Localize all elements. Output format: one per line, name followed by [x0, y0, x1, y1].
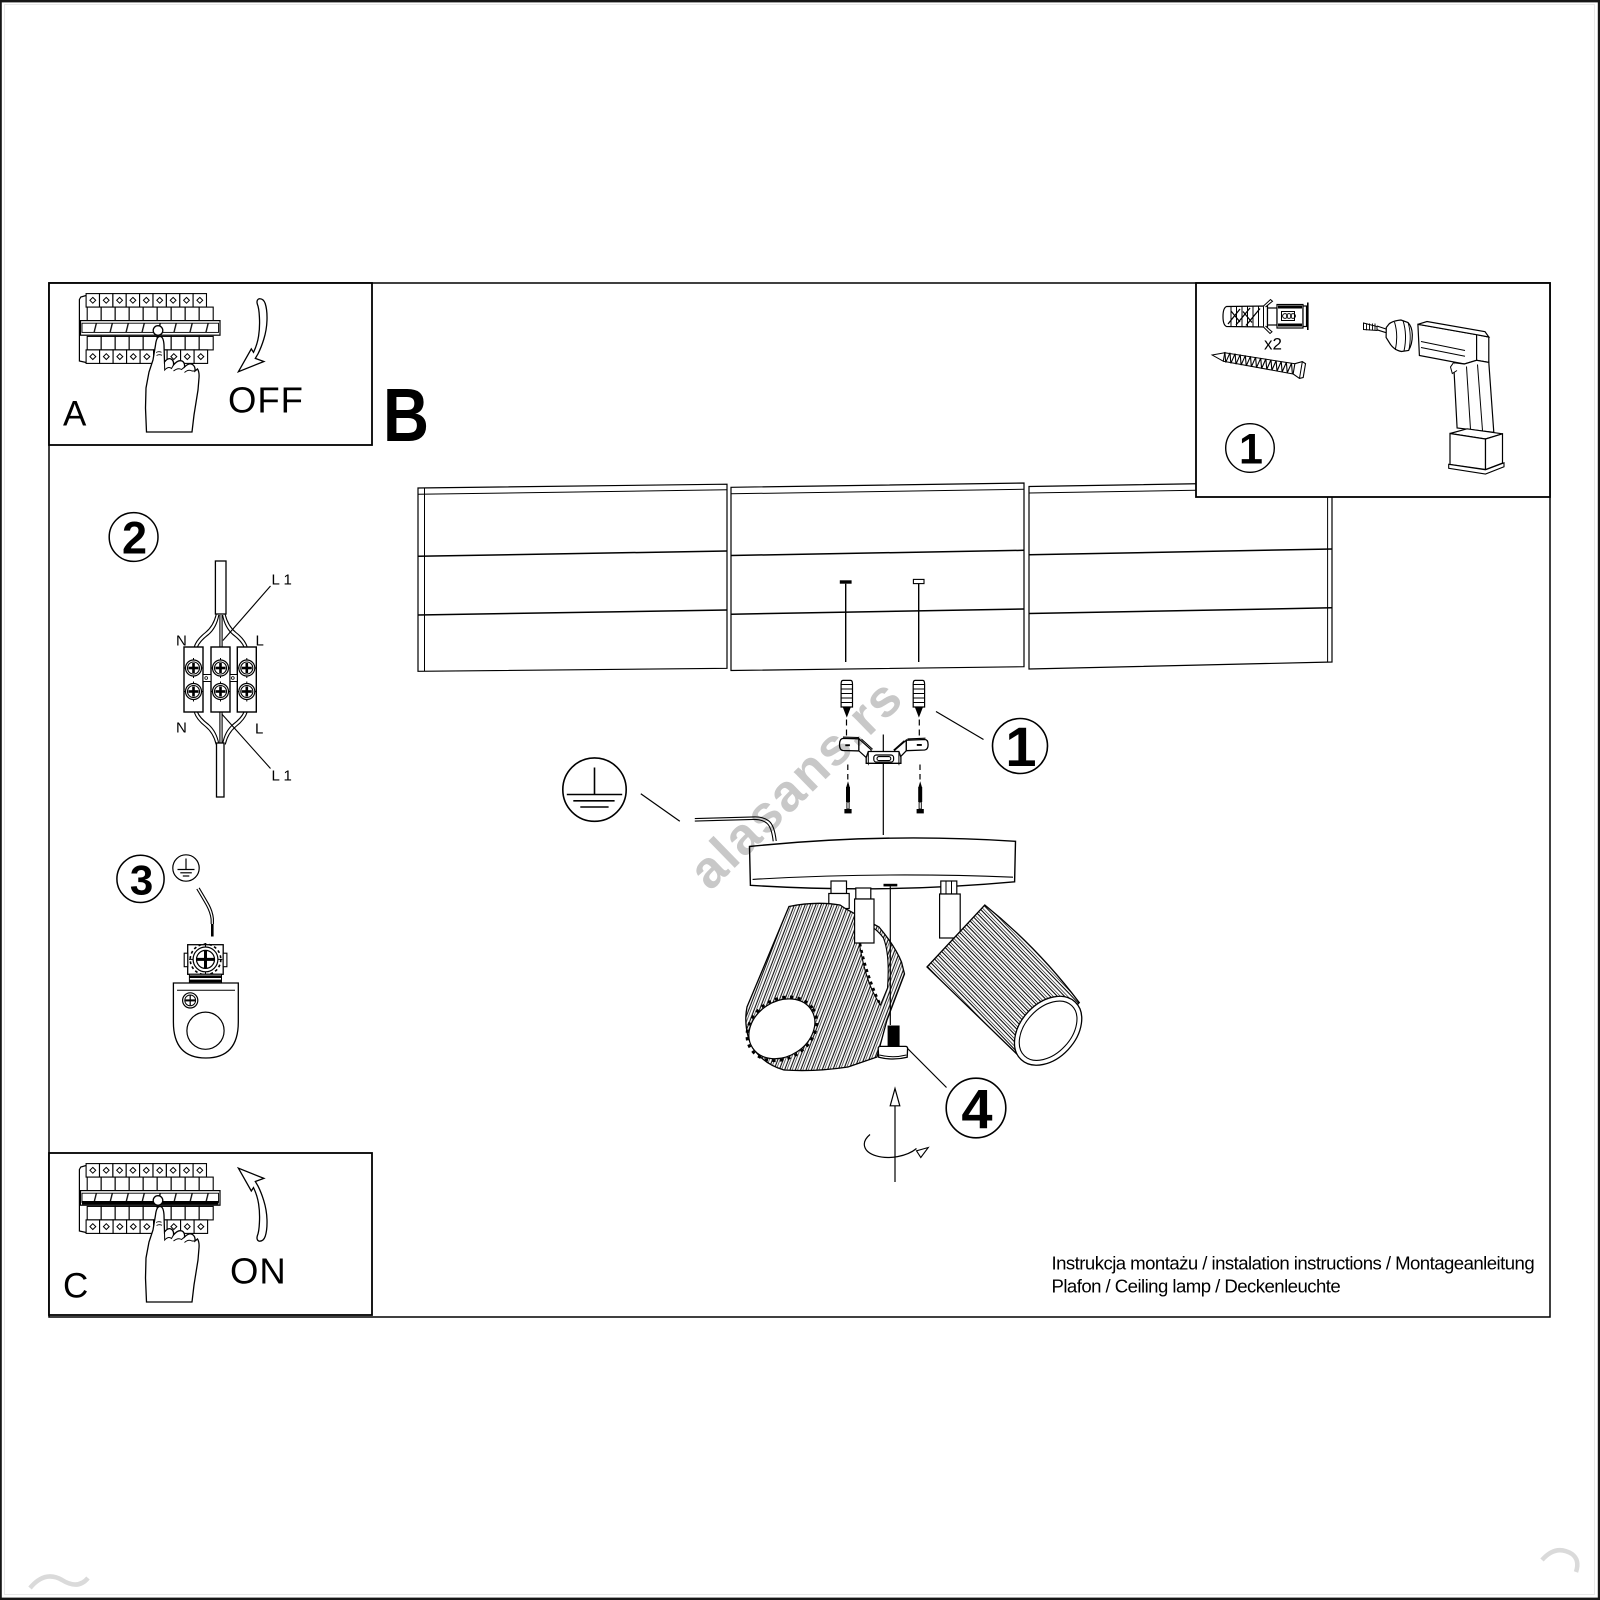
- svg-text:B: B: [383, 373, 429, 457]
- svg-text:OFF: OFF: [228, 380, 304, 421]
- svg-text:x2: x2: [1264, 335, 1282, 354]
- svg-text:L: L: [256, 633, 264, 650]
- svg-text:L 1: L 1: [272, 572, 292, 589]
- svg-text:L 1: L 1: [272, 768, 292, 785]
- svg-text:Plafon / Ceiling lamp / Decken: Plafon / Ceiling lamp / Deckenleuchte: [1052, 1276, 1341, 1297]
- svg-text:1: 1: [1239, 426, 1263, 474]
- svg-text:1: 1: [1005, 715, 1036, 778]
- svg-text:N: N: [176, 633, 187, 650]
- svg-text:3: 3: [130, 857, 153, 904]
- svg-text:C: C: [63, 1267, 88, 1306]
- svg-text:A: A: [63, 395, 87, 434]
- svg-text:L: L: [255, 721, 263, 738]
- svg-text:ON: ON: [230, 1251, 287, 1292]
- svg-text:N: N: [176, 720, 187, 737]
- svg-text:Instrukcja montażu / instalati: Instrukcja montażu / instalation instruc…: [1052, 1253, 1535, 1274]
- svg-text:4: 4: [961, 1078, 992, 1141]
- svg-text:2: 2: [122, 513, 147, 564]
